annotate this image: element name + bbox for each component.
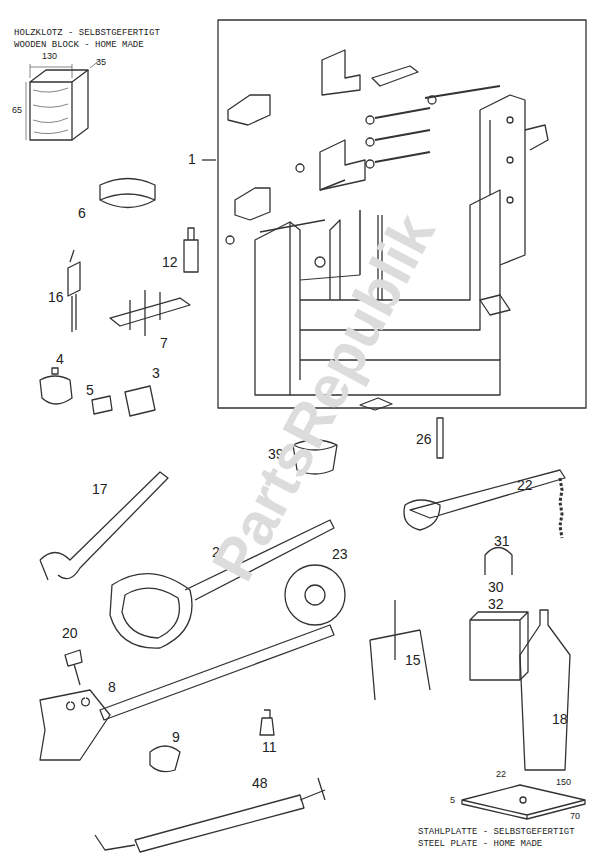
callout-number: 8 (108, 680, 116, 695)
bar (100, 625, 334, 720)
callout-number: 7 (160, 336, 168, 351)
callout-number: 23 (332, 547, 348, 562)
callout-number: 31 (494, 534, 510, 549)
fork-tool (40, 472, 168, 580)
callout-number: 11 (262, 740, 277, 755)
brackets-and-bolts (226, 50, 500, 280)
dimension: 70 (570, 812, 580, 822)
leader-line (202, 159, 216, 160)
note-text: WOODEN BLOCK - HOME MADE (14, 41, 144, 51)
callout-number: 26 (416, 432, 432, 447)
callout-number: 22 (517, 478, 533, 493)
bearing-puller (370, 600, 430, 700)
callout-number: 5 (86, 383, 94, 398)
callout-number: 12 (162, 255, 178, 270)
callout-number: 48 (252, 776, 268, 791)
loctite-bottle (184, 228, 198, 272)
slide-hammer (68, 250, 80, 332)
steel-plate (462, 785, 585, 819)
callout-number: 30 (488, 580, 504, 595)
callout-number: 9 (172, 730, 180, 745)
pin (437, 418, 443, 458)
holding-bracket (40, 690, 110, 760)
dimension: 150 (556, 778, 571, 788)
ring-compressor (100, 179, 155, 208)
note-text: STEEL PLATE - HOME MADE (418, 840, 542, 850)
callout-number: 15 (405, 653, 421, 668)
hose (485, 548, 512, 576)
flywheel-puller (285, 565, 345, 625)
clip (150, 746, 180, 772)
callout-number: 4 (56, 352, 64, 367)
callout-number: 20 (62, 626, 78, 641)
adapter (40, 368, 72, 404)
battery (470, 612, 528, 680)
puller-plate (110, 290, 190, 336)
dimension: 65 (12, 106, 22, 116)
press-sleeve (125, 386, 155, 416)
callout-number: 18 (552, 712, 568, 727)
wooden-block (26, 60, 100, 140)
dimension: 130 (42, 52, 57, 62)
dimension: 22 (496, 770, 506, 780)
callout-number: 3 (152, 366, 160, 381)
callout-number: 6 (78, 206, 86, 221)
grease-tube (520, 610, 570, 770)
sleeve (92, 396, 112, 414)
note-text: HOLZKLOTZ - SELBSTGEFERTIGT (14, 29, 160, 39)
callout-number: 32 (488, 597, 504, 612)
callout-number: 17 (92, 482, 108, 497)
sprocket-holder (404, 470, 565, 530)
dimension: 35 (96, 58, 106, 68)
oil-pump (95, 778, 325, 852)
vial (260, 710, 274, 735)
callout-number: 1 (188, 152, 196, 167)
dimension: 5 (450, 796, 455, 806)
chain (560, 478, 562, 538)
screw (65, 650, 82, 685)
callout-number: 16 (48, 290, 64, 305)
note-text: STAHLPLATTE - SELBSTGEFERTIGT (418, 828, 575, 838)
